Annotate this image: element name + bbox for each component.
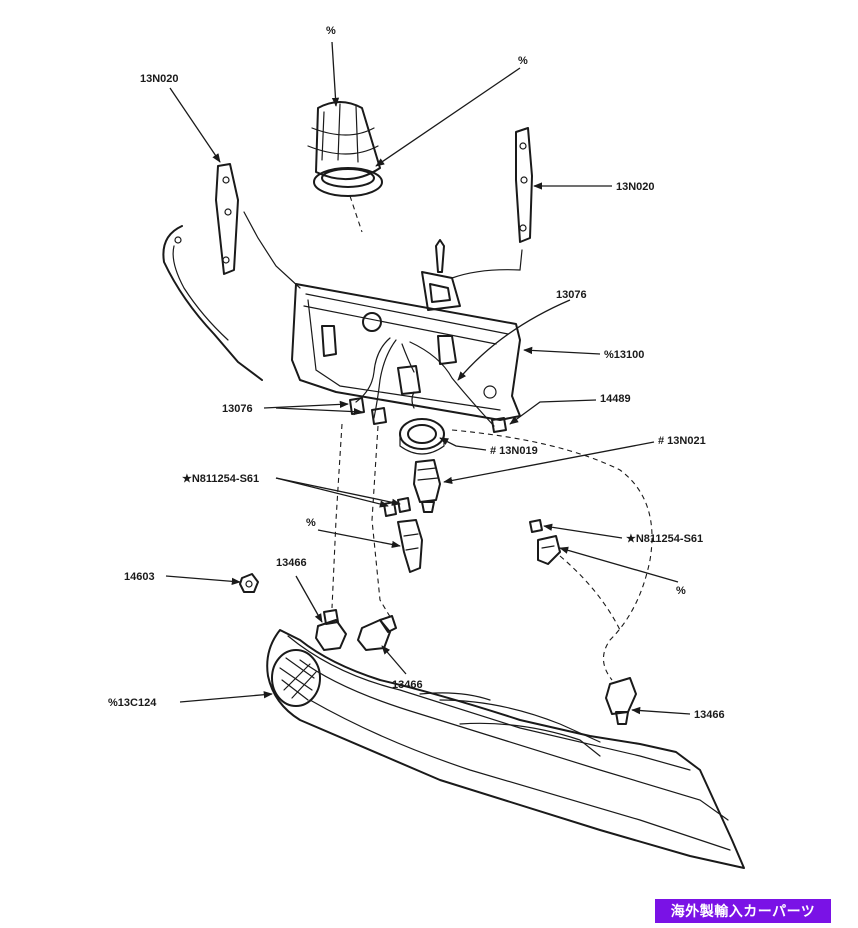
label-socket-left: 13076 (222, 403, 253, 415)
headlamp-bulb (413, 459, 441, 513)
label-socket-upper: 13076 (556, 289, 587, 301)
label-bracket-right: 13N020 (616, 181, 655, 193)
label-nut-left: ★N811254-S61 (182, 473, 259, 485)
label-bracket-small-left: % (306, 517, 316, 529)
bulb-socket-left (315, 423, 347, 651)
label-housing: %13100 (604, 349, 644, 361)
nut-14603 (239, 573, 259, 593)
headlamp-lens-assembly (266, 629, 745, 869)
fender-outline (162, 211, 301, 381)
label-percent-top2: % (518, 55, 528, 67)
side-marker-bracket-right (529, 519, 561, 565)
bulb-retainer-ring (399, 418, 445, 455)
label-bulb-right: 13466 (694, 709, 725, 721)
label-bulb-left: 13466 (276, 557, 307, 569)
label-bulb-13n021: # 13N021 (658, 435, 706, 447)
label-retainer: # 13N019 (490, 445, 538, 457)
label-lens: %13C124 (108, 697, 157, 709)
label-nut-right: ★N811254-S61 (626, 533, 703, 545)
bracket-left (215, 163, 239, 275)
side-marker-bracket-left (383, 497, 423, 573)
routing-lines (451, 429, 653, 681)
label-bracket-small-right: % (676, 585, 686, 597)
bracket-right (515, 127, 533, 243)
label-bracket-left: 13N020 (140, 73, 179, 85)
bulb-socket-right (605, 677, 637, 725)
part-labels: % % 13N020 13N020 13076 %13100 13076 144… (108, 25, 725, 721)
label-bulb-mid: 13466 (392, 679, 423, 691)
wiring-harness (349, 337, 507, 433)
label-14489: 14489 (600, 393, 631, 405)
dust-cap (307, 101, 383, 233)
bulb-socket-middle (357, 425, 397, 651)
shop-badge: 海外製輸入カーパーツ (655, 899, 831, 923)
leader-lines (165, 41, 691, 715)
label-nut-14603: 14603 (124, 571, 155, 583)
label-percent-top1: % (326, 25, 336, 37)
